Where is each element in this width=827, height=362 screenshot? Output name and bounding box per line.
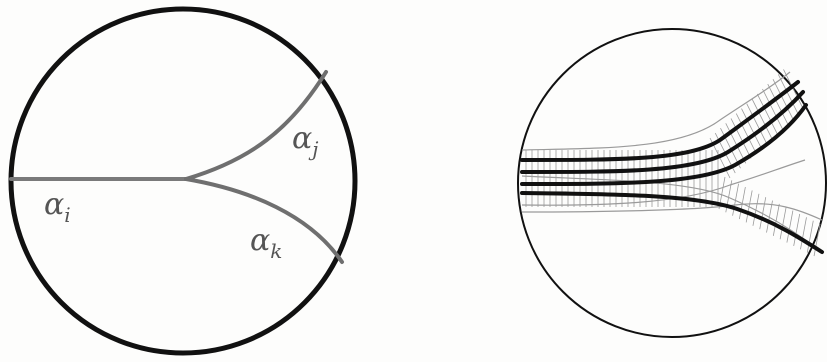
right-panel	[518, 29, 826, 337]
band-edge-2	[522, 176, 822, 252]
hatch-tick	[753, 194, 759, 226]
strand-bundle	[522, 82, 822, 252]
hatch-tick	[794, 214, 800, 246]
label-alpha-i: αi	[44, 187, 71, 227]
label-alpha-k: αk	[250, 223, 282, 263]
hatch-tick	[787, 211, 793, 243]
strand-1	[522, 82, 798, 160]
hatch-tick	[746, 190, 752, 222]
label-alpha-j: αj	[292, 121, 318, 161]
strand-4	[522, 193, 822, 252]
hatch-tick	[780, 207, 786, 239]
left-panel: αi αj αk	[11, 9, 355, 353]
hatch-tick	[800, 217, 806, 249]
